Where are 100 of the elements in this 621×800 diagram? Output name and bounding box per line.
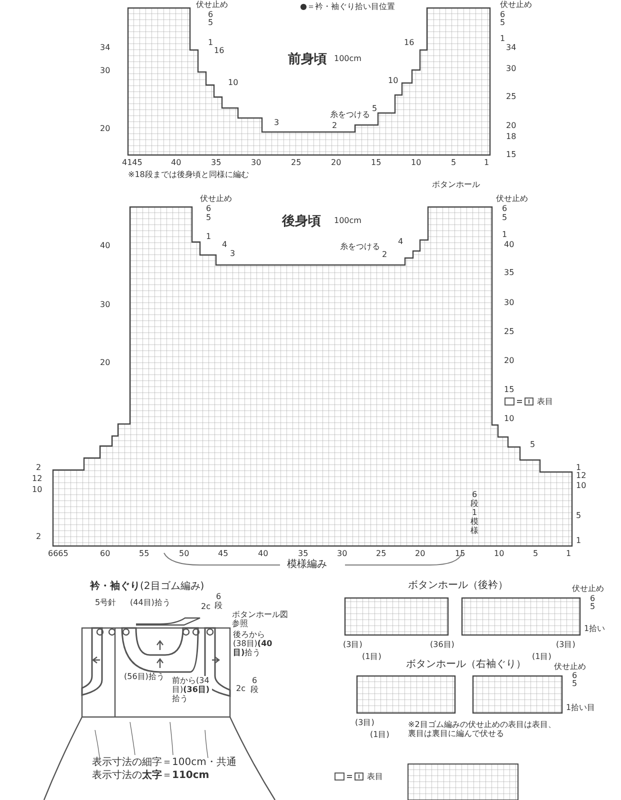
stitch-number: 5 [533, 549, 538, 558]
stitch-number: 25 [376, 549, 386, 558]
stitch-number: 20 [415, 549, 426, 558]
row-number: 16 [214, 46, 224, 55]
chart-title: ボタンホール（後衿） [408, 578, 508, 592]
chart-note: 前から(34目)(36目)拾う [172, 676, 212, 703]
stitch-number: 60 [100, 549, 110, 558]
stitch-number: (1目) [362, 652, 382, 661]
size-label: 100cm [334, 216, 362, 225]
row-number: 34 [100, 43, 110, 52]
row-number: 1 [208, 38, 214, 47]
stitch-number: 15 [455, 549, 466, 558]
row-number: 6 [502, 204, 508, 213]
chart-note: 後ろから(38目)(40目)拾う [233, 630, 274, 657]
chart-note: ボタンホール図参照 [232, 610, 289, 628]
row-number: 3 [230, 249, 236, 258]
row-number: 1 [576, 463, 582, 472]
row-number: 18 [506, 132, 516, 141]
row-number: 2 [382, 250, 388, 259]
row-number: 4 [222, 240, 228, 249]
chart-note: 6段 [250, 676, 259, 694]
row-number: 6 [500, 10, 506, 19]
row-number: 5 [502, 213, 508, 222]
stitch-number: 5 [451, 158, 456, 167]
row-number: 5 [372, 104, 378, 113]
chart-note: 6段 [214, 592, 223, 610]
row-number: 12 [576, 471, 586, 480]
row-number: 6 [206, 204, 212, 213]
row-number: 20 [504, 356, 514, 365]
stitch-number: 40 [258, 549, 268, 558]
stitch-number: (36目) [430, 640, 454, 649]
chart-title: ボタンホール（右袖ぐり） [406, 658, 526, 671]
stitch-number: 15 [371, 158, 382, 167]
row-number: 1拾い目 [566, 703, 596, 712]
row-number: 15 [506, 150, 516, 159]
stitch-number: 35 [298, 549, 308, 558]
chart-note: 糸をつける [330, 110, 370, 119]
stitch-number: 1 [566, 549, 572, 558]
row-number: 2 [332, 121, 338, 130]
row-number: 16 [404, 38, 414, 47]
row-number: 30 [100, 300, 110, 309]
row-number: 30 [504, 298, 514, 307]
chart-note: 表示寸法の細字＝100cm・共通 [92, 757, 236, 769]
row-number: 25 [504, 327, 514, 336]
row-number: 5 [500, 18, 506, 27]
chart-note: ●＝衿・袖ぐり拾い目位置 [300, 2, 395, 11]
row-number: 34 [506, 43, 516, 52]
row-number: 35 [504, 268, 514, 277]
row-number: 12 [32, 474, 42, 483]
row-number: 10 [228, 78, 238, 87]
stitch-number: (3目) [343, 640, 362, 649]
chart-note: 伏せ止め [196, 0, 228, 9]
chart-note: ※2目ゴム編みの伏せ止めの表目は表目、裏目は裏目に編んで伏せる [408, 720, 557, 738]
chart-title: 前身頃 [288, 51, 327, 68]
chart-note: 6段1模様 [470, 490, 479, 535]
stitch-number: (1目) [532, 652, 552, 661]
row-number: 4 [398, 237, 404, 246]
row-number: 5 [576, 511, 582, 520]
row-number: 20 [100, 124, 110, 133]
stitch-number: 45 [218, 549, 228, 558]
section-title: 衿・袖ぐり(2目ゴム編み) [90, 580, 204, 593]
row-number: 30 [100, 66, 110, 75]
row-number: 6 [590, 594, 596, 603]
row-number: 10 [504, 414, 514, 423]
row-number: 5 [530, 440, 536, 449]
chart-note: (44目)拾う [130, 598, 170, 607]
stitch-number: 30 [251, 158, 262, 167]
size-label: 100cm [334, 54, 362, 63]
row-number: 10 [576, 481, 586, 490]
chart-note: ※18段までは後身頃と同様に編む [128, 170, 249, 179]
pattern-name: 模様編み [287, 559, 327, 571]
legend-text: 表目 [537, 397, 553, 406]
row-number: 5 [206, 213, 212, 222]
legend-text: 表目 [367, 772, 383, 781]
row-number: 1 [500, 34, 506, 43]
stitch-number: 10 [494, 549, 504, 558]
row-number: 10 [388, 76, 398, 85]
stitch-number: (3目) [556, 640, 576, 649]
stitch-number: 30 [337, 549, 348, 558]
stitch-number: 6665 [48, 549, 68, 558]
stitch-number: 1 [484, 158, 490, 167]
chart-title: 後身頃 [282, 213, 321, 230]
stitch-number: 55 [139, 549, 150, 558]
stitch-number: 4145 [122, 158, 142, 167]
row-number: 1 [502, 230, 508, 239]
row-number: 40 [504, 240, 514, 249]
stitch-number: 10 [411, 158, 422, 167]
row-number: 30 [506, 64, 516, 73]
row-number: 20 [506, 121, 516, 130]
chart-note: 伏せ止め [554, 662, 586, 671]
row-number: 5 [572, 679, 578, 688]
chart-note: (56目)拾う [124, 672, 164, 681]
chart-note: 2c [201, 602, 210, 611]
row-number: 6 [208, 10, 214, 19]
row-number: 1 [206, 232, 212, 241]
stitch-number: 25 [291, 158, 302, 167]
chart-note: 伏せ止め [500, 0, 532, 9]
row-number: 15 [504, 385, 514, 394]
row-number: 2 [36, 463, 42, 472]
row-number: 1 [576, 536, 582, 545]
